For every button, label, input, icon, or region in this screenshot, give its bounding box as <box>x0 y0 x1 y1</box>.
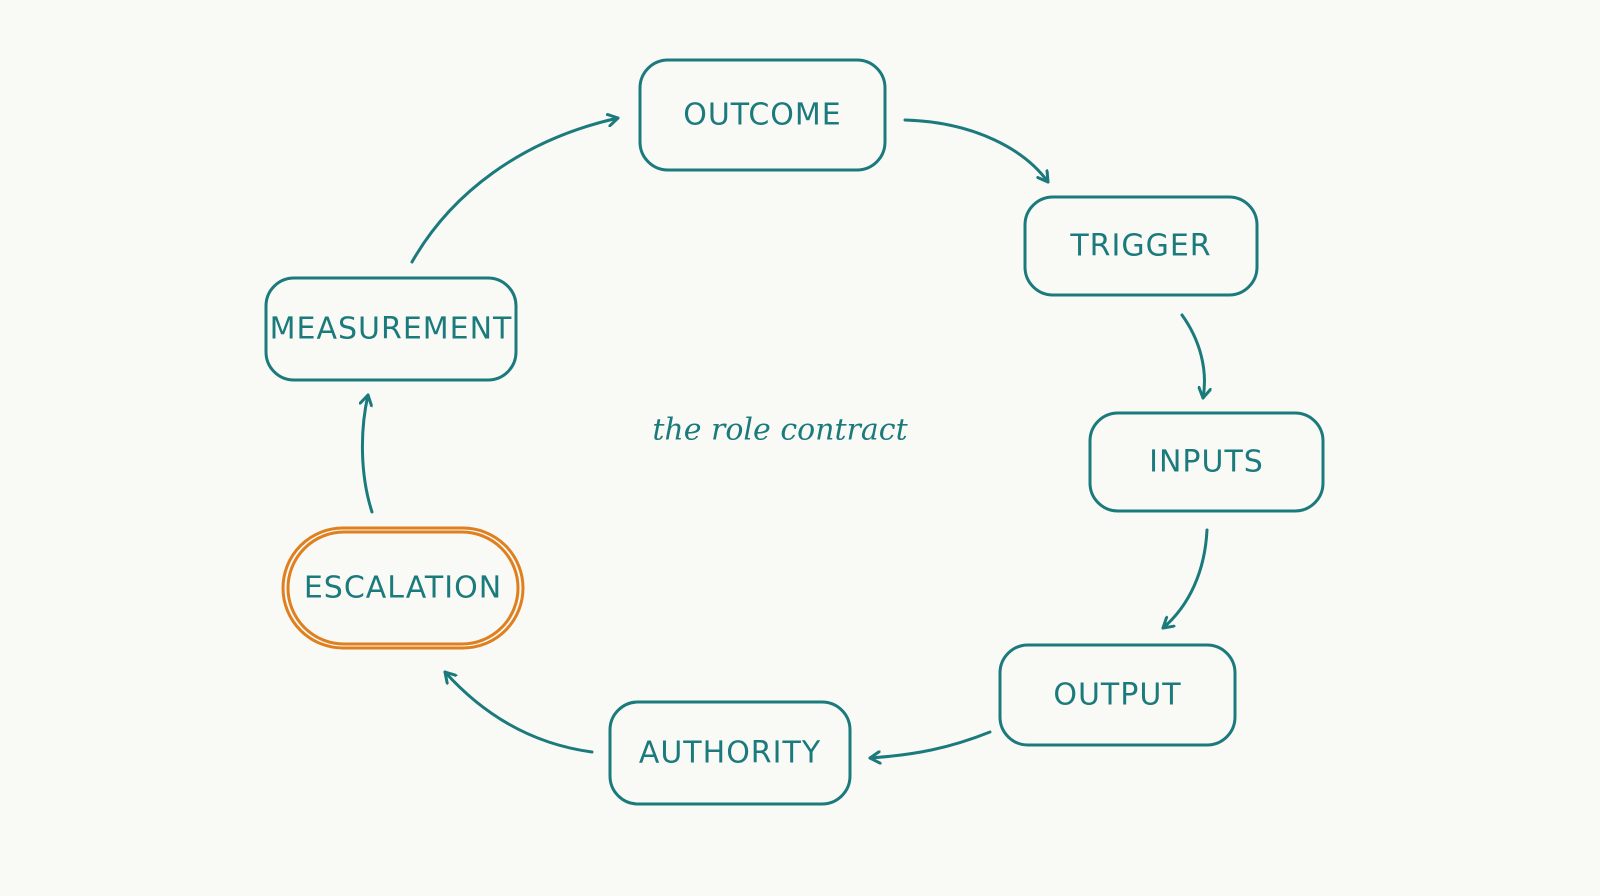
node-outcome-label: OUTCOME <box>683 98 842 133</box>
node-trigger-outline <box>1023 195 1259 297</box>
node-output-outline <box>998 643 1237 747</box>
node-output-label: OUTPUT <box>1053 678 1181 713</box>
arrow-output-to-authority <box>868 730 992 758</box>
cycle-nodes: OUTCOME TRIGGER INPUTS OUTPUT AUTHORITY ESCAL… <box>264 58 1325 806</box>
node-authority-outline <box>608 700 852 806</box>
node-measurement: MEASUREMENT <box>264 276 518 382</box>
node-measurement-outline <box>264 276 518 382</box>
node-outcome: OUTCOME <box>638 58 887 172</box>
node-escalation: ESCALATION <box>281 526 525 650</box>
arrow-inputs-to-output <box>1161 528 1209 630</box>
node-measurement-label: MEASUREMENT <box>270 312 513 347</box>
arrow-authority-to-escalation <box>443 670 594 754</box>
node-escalation-highlight-inner-outline <box>286 530 520 646</box>
node-outcome-outline <box>638 58 887 172</box>
arrow-escalation-to-measurement <box>362 393 374 514</box>
node-inputs-outline <box>1088 411 1325 513</box>
arrow-outcome-to-trigger <box>903 118 1050 184</box>
node-trigger: TRIGGER <box>1023 195 1259 297</box>
node-inputs: INPUTS <box>1088 411 1325 513</box>
node-authority-label: AUTHORITY <box>639 736 821 771</box>
node-escalation-label: ESCALATION <box>304 571 502 606</box>
node-output: OUTPUT <box>998 643 1237 747</box>
arrow-trigger-to-inputs <box>1180 313 1204 400</box>
node-escalation-highlight-outline <box>281 526 525 650</box>
cycle-arrows <box>362 118 1207 758</box>
node-inputs-label: INPUTS <box>1149 445 1264 480</box>
node-authority: AUTHORITY <box>608 700 852 806</box>
node-trigger-label: TRIGGER <box>1069 229 1211 264</box>
center-label: the role contract <box>652 413 908 448</box>
arrow-measurement-to-outcome <box>410 118 620 264</box>
